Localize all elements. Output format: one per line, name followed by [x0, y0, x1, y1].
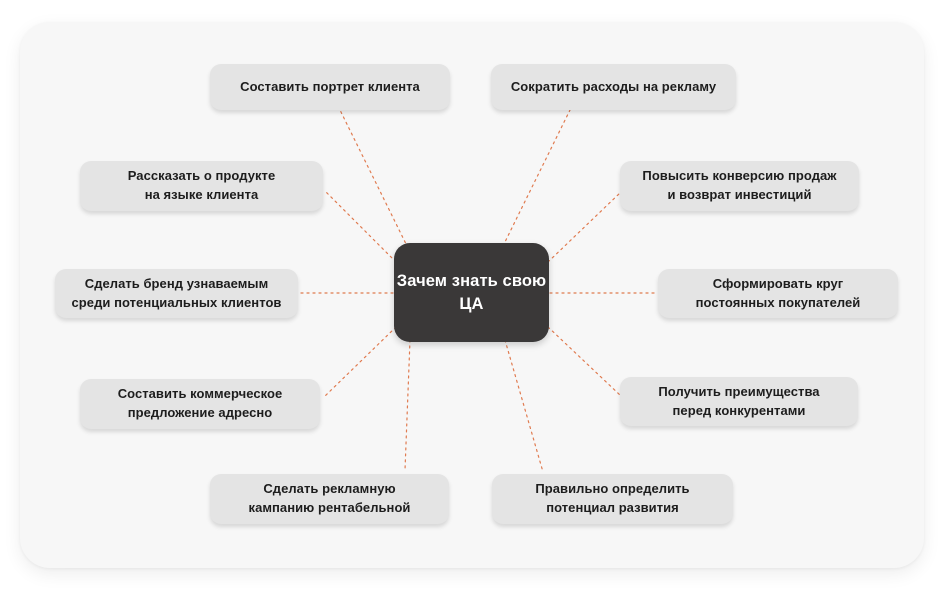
node-reklamnaya-kampaniya[interactable]: Сделать рекламную кампанию рентабельной	[210, 474, 449, 524]
node-rasskazat-o-produkte[interactable]: Рассказать о продукте на языке клиента	[80, 161, 323, 211]
node-label: Сделать бренд узнаваемым среди потенциал…	[71, 275, 282, 310]
node-label: Сделать рекламную кампанию рентабельной	[248, 481, 411, 515]
node-povysit-konversiyu[interactable]: Повысить конверсию продаж и возврат инве…	[620, 161, 859, 211]
node-portret-klienta[interactable]: Составить портрет клиента	[210, 64, 450, 110]
node-label: Правильно определить потенциал развития	[535, 481, 690, 515]
node-label: Составить коммерческое предложение адрес…	[117, 386, 283, 420]
central-node-label: Зачем знать свою ЦА	[396, 272, 547, 313]
node-label: Повысить конверсию продаж и возврат инве…	[642, 168, 837, 202]
node-potencial-razvitiya[interactable]: Правильно определить потенциал развития	[492, 474, 733, 524]
node-sokratit-rashody[interactable]: Сократить расходы на рекламу	[491, 64, 736, 110]
node-brend-uznavaemym[interactable]: Сделать бренд узнаваемым среди потенциал…	[55, 269, 298, 318]
central-node[interactable]: Зачем знать свою ЦА	[394, 243, 549, 342]
node-label: Составить портрет клиента	[240, 78, 420, 94]
node-label: Сформировать круг постоянных покупателей	[695, 275, 861, 310]
node-label: Рассказать о продукте на языке клиента	[127, 168, 276, 202]
node-krug-pokupateley[interactable]: Сформировать круг постоянных покупателей	[658, 269, 898, 318]
node-label: Сократить расходы на рекламу	[510, 78, 717, 94]
node-preimushchestva[interactable]: Получить преимущества перед конкурентами	[620, 377, 858, 426]
node-label: Получить преимущества перед конкурентами	[658, 383, 820, 418]
node-kommercheskoe-predlozhenie[interactable]: Составить коммерческое предложение адрес…	[80, 379, 320, 429]
